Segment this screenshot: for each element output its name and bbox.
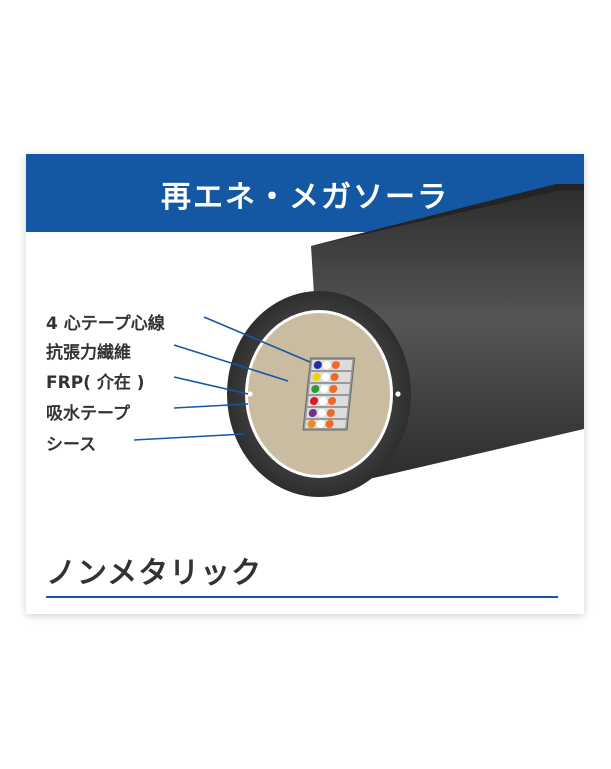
ribbon-row: [306, 408, 348, 418]
ribbon-row: [310, 372, 352, 382]
ribbon-row: [311, 360, 353, 370]
header-bar: 再エネ・メガソーラ: [26, 154, 584, 232]
leader-line-sheath: [133, 433, 245, 441]
fiber-dot-red: [310, 397, 319, 405]
fiber-dot-orange: [307, 420, 316, 428]
leader-line-fiber: [203, 316, 311, 363]
product-card: 再エネ・メガソーラ: [26, 154, 584, 614]
fiber-dot-yellow: [312, 373, 321, 381]
label-sheath: シース: [46, 435, 97, 455]
product-type-title: ノンメタリック: [46, 556, 263, 591]
label-fiber-ribbon: 4 心テープ心線: [46, 314, 165, 334]
label-water-blocking-tape: 吸水テープ: [46, 404, 130, 424]
frp-dot-left: [247, 391, 253, 397]
label-tension-member: 抗張力繊維: [46, 343, 131, 363]
leader-line-frp: [173, 376, 249, 395]
cable-cross-section-diagram: [133, 184, 584, 497]
cable-body-top-edge: [311, 184, 584, 246]
label-frp: FRP( 介在 ): [46, 373, 145, 393]
page-title: 再エネ・メガソーラ: [161, 180, 449, 215]
fiber-dot-green: [311, 385, 320, 393]
frp-dot-right: [395, 391, 401, 397]
fiber-dot-blue: [313, 361, 322, 369]
ribbon-row: [307, 396, 349, 406]
footer-divider: [46, 596, 558, 598]
ribbon-row: [308, 384, 350, 394]
ribbon-row: [305, 420, 347, 428]
leader-line-tension: [173, 344, 289, 382]
fiber-ribbon-stack: [302, 357, 356, 431]
leader-line-tape: [173, 403, 249, 409]
fiber-dot-purple: [308, 409, 317, 417]
